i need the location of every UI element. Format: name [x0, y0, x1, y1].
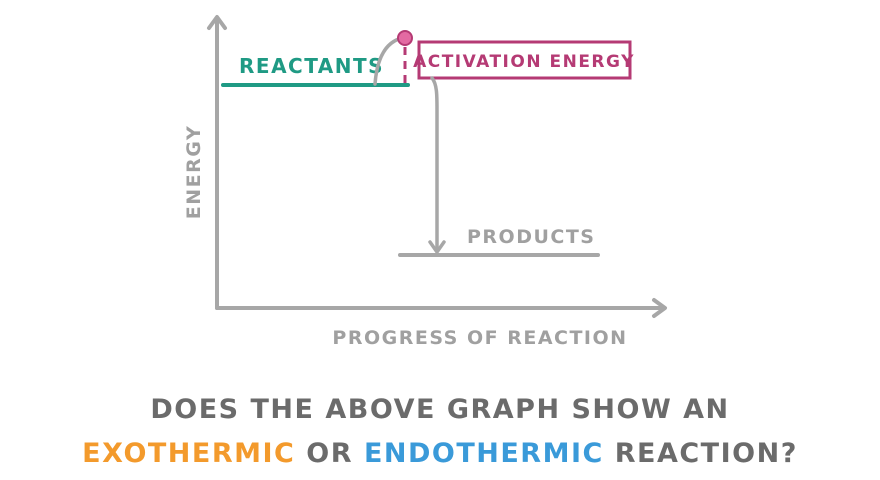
y-axis-arrowhead [207, 15, 227, 30]
question-line-2: EXOTHERMIC OR ENDOTHERMIC REACTION? [0, 432, 880, 476]
question-text: DOES THE ABOVE GRAPH SHOW AN EXOTHERMIC … [0, 388, 880, 476]
energy-profile-diagram: ENERGY PROGRESS OF REACTION REACTANTS AC… [183, 15, 667, 349]
transition-state-peak [397, 30, 413, 46]
x-axis-arrowhead [652, 298, 667, 318]
activation-energy-label: ACTIVATION ENERGY [413, 52, 635, 72]
endothermic-word: ENDOTHERMIC [363, 438, 604, 469]
activation-energy-box [417, 40, 632, 80]
or-word: OR [306, 438, 354, 469]
x-axis-label: PROGRESS OF REACTION [332, 327, 627, 349]
reactants-label: REACTANTS [239, 54, 384, 78]
exothermic-word: EXOTHERMIC [82, 438, 296, 469]
y-axis-label: ENERGY [183, 125, 205, 219]
question-line-1: DOES THE ABOVE GRAPH SHOW AN [150, 394, 730, 425]
energy-release-arrowhead [428, 240, 446, 254]
products-label: PRODUCTS [467, 226, 596, 248]
energy-release-arrow-curve [430, 76, 439, 252]
reaction-word: REACTION? [614, 438, 798, 469]
